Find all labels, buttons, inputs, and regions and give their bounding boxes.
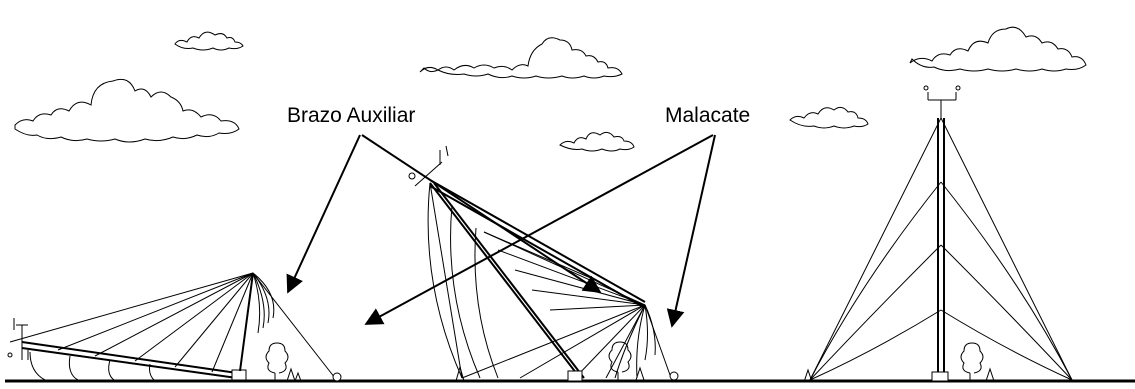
tree-icon <box>455 365 465 382</box>
label-malacate: Malacate <box>665 104 751 127</box>
label-brazo-auxiliar: Brazo Auxiliar <box>287 104 416 127</box>
arrow-mala-1 <box>364 134 714 325</box>
cloud-icon <box>419 37 623 79</box>
arrow-brazo-1 <box>286 134 361 294</box>
tree-icon <box>803 368 813 383</box>
arrow-mala-2 <box>666 134 716 328</box>
wind-vane-icon <box>7 318 29 360</box>
tree-icon <box>960 342 995 382</box>
tower-rising <box>408 145 679 382</box>
cloud-icon <box>789 106 869 129</box>
cloud-icon <box>174 31 244 51</box>
tree-icon <box>265 342 302 382</box>
cloud-icon <box>14 78 240 143</box>
arrow-brazo-2 <box>361 134 602 293</box>
tree-icon <box>608 341 645 381</box>
winch-icon <box>231 369 247 381</box>
wind-vane-icon <box>408 145 449 187</box>
winch-icon <box>567 370 583 382</box>
tower-erected <box>809 85 1073 382</box>
winch-icon <box>931 371 949 382</box>
wind-vane-icon <box>923 85 961 118</box>
cloud-icon <box>909 26 1087 72</box>
tower-lying <box>7 272 342 382</box>
cloud-icon <box>559 131 635 152</box>
